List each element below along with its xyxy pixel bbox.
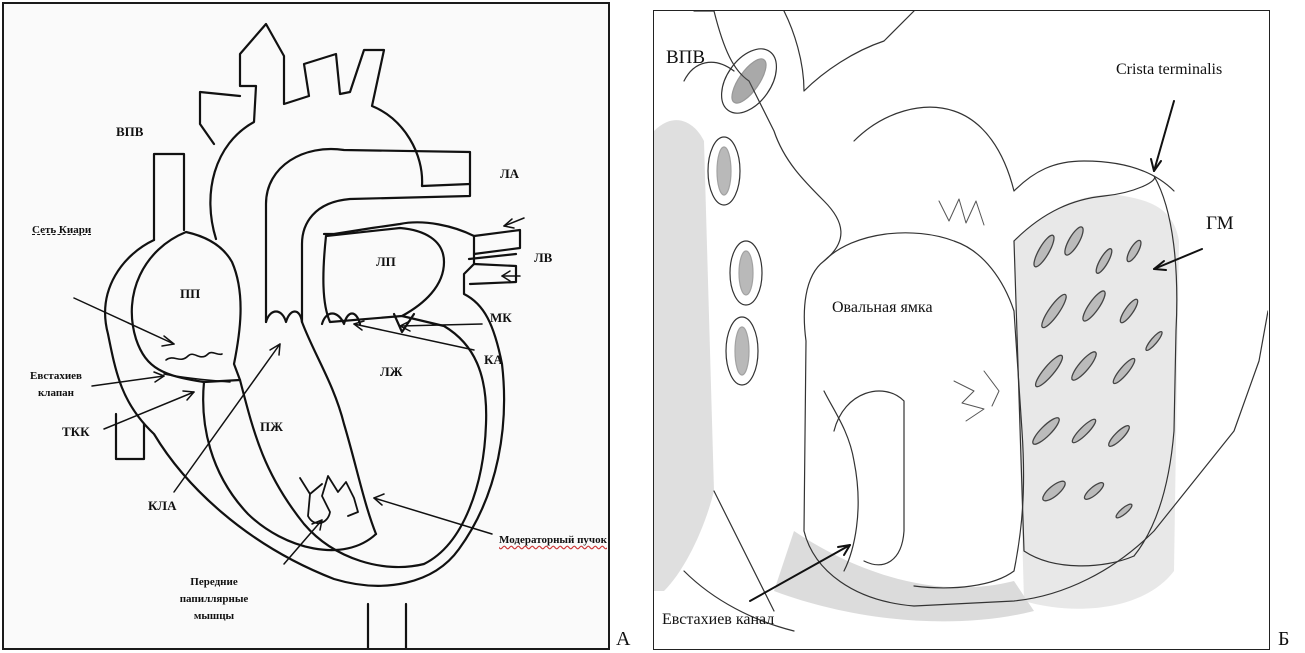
label-lzh: ЛЖ <box>380 364 403 380</box>
atrium-outline <box>714 11 1268 606</box>
label-ka: КА <box>484 352 503 368</box>
label-lp: ЛП <box>376 254 396 270</box>
b-label-eustachian-canal: Евстахиев канал <box>662 611 774 629</box>
panel-a-letter: А <box>616 628 630 651</box>
svc-outline <box>684 11 914 91</box>
label-tkk: ТКК <box>62 424 90 440</box>
label-chiari: Сеть Киари <box>32 224 91 236</box>
pulmonary-valve <box>266 312 302 323</box>
fossa-rim <box>824 233 1024 588</box>
ivc-vessel <box>116 414 144 459</box>
vessel-rings <box>708 39 788 385</box>
aortic-arch <box>210 24 422 239</box>
heart-schematic <box>4 4 608 648</box>
label-mk: МК <box>490 310 512 326</box>
label-papillary-muscles: Передние папиллярные мышцы <box>166 574 262 625</box>
label-pp: ПП <box>180 286 200 302</box>
label-lv: ЛВ <box>534 250 552 266</box>
label-pzh: ПЖ <box>260 419 283 435</box>
label-vpv: ВПВ <box>116 124 143 140</box>
upper-structure <box>854 107 1174 191</box>
papillary-muscles <box>300 476 358 523</box>
b-label-gm: ГМ <box>1206 213 1234 235</box>
b-label-fossa: Овальная ямка <box>832 299 933 317</box>
eustachian-ridge <box>824 391 858 571</box>
pa-branch <box>422 184 470 186</box>
atrium-shading <box>654 120 1179 621</box>
trabeculae <box>939 199 999 421</box>
la-inner <box>323 228 444 322</box>
panel-a-heart-diagram: ВПВ Сеть Киари ПП Евстахиев клапан ТКК К… <box>2 2 610 650</box>
ivc-bottom <box>368 604 406 648</box>
b-label-vpv: ВПВ <box>666 47 705 69</box>
label-eustachian-valve: Евстахиев клапан <box>24 368 88 402</box>
interventricular-septum <box>302 322 376 534</box>
pulmonary-artery <box>266 149 470 322</box>
panel-b-atrium-drawing: ВПВ Crista terminalis ГМ Овальная ямка Е… <box>653 10 1270 650</box>
b-label-crista: Crista terminalis <box>1116 61 1222 79</box>
svc-vessel <box>154 154 184 240</box>
fossa-inner <box>834 391 904 565</box>
atrium-sketch <box>654 11 1268 648</box>
rv-outline <box>203 382 376 550</box>
label-kla: КЛА <box>148 498 177 514</box>
label-la: ЛА <box>500 166 519 182</box>
ventricle-walls <box>240 316 486 567</box>
ra-inner <box>132 232 241 382</box>
panel-b-letter: Б <box>1278 628 1289 651</box>
chiari-network <box>166 353 222 360</box>
label-moderator-band: Модераторный пучок <box>494 532 612 549</box>
